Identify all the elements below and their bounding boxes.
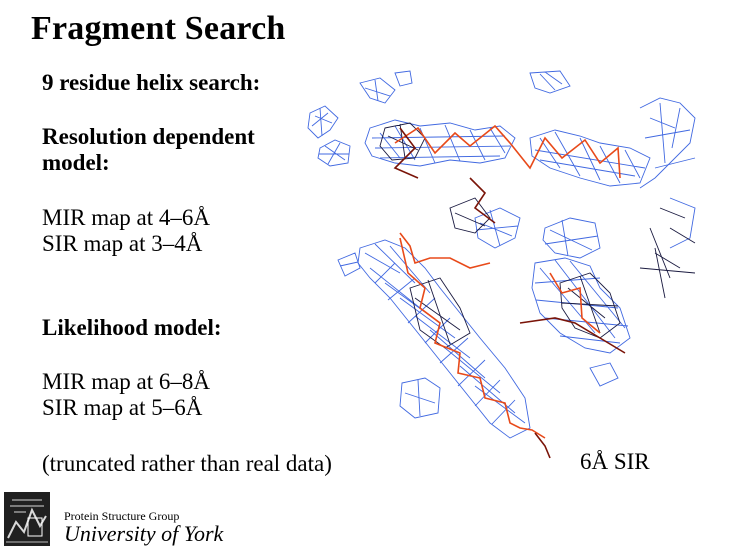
sir-map-likelihood: SIR map at 5–6Å bbox=[42, 395, 203, 420]
truncated-data-note: (truncated rather than real data) bbox=[42, 451, 332, 476]
dark-helix-trace bbox=[393, 127, 626, 459]
university-name: University of York bbox=[64, 521, 224, 546]
mir-map-likelihood: MIR map at 6–8Å bbox=[42, 369, 211, 394]
density-mesh bbox=[307, 70, 696, 439]
sir-map-low-res: SIR map at 3–4Å bbox=[42, 231, 203, 256]
university-logo bbox=[4, 492, 50, 546]
slide-title: Fragment Search bbox=[31, 10, 286, 47]
figure-caption: 6Å SIR bbox=[580, 449, 650, 474]
helix-trace bbox=[394, 124, 621, 439]
mir-map-low-res: MIR map at 4–6Å bbox=[42, 205, 211, 230]
resolution-model-line2: model: bbox=[42, 150, 110, 175]
likelihood-model-heading: Likelihood model: bbox=[42, 315, 222, 340]
resolution-model-line1: Resolution dependent bbox=[42, 124, 255, 149]
electron-density-map bbox=[307, 70, 696, 459]
helix-search-heading: 9 residue helix search: bbox=[42, 70, 261, 95]
group-name: Protein Structure Group bbox=[64, 509, 180, 523]
